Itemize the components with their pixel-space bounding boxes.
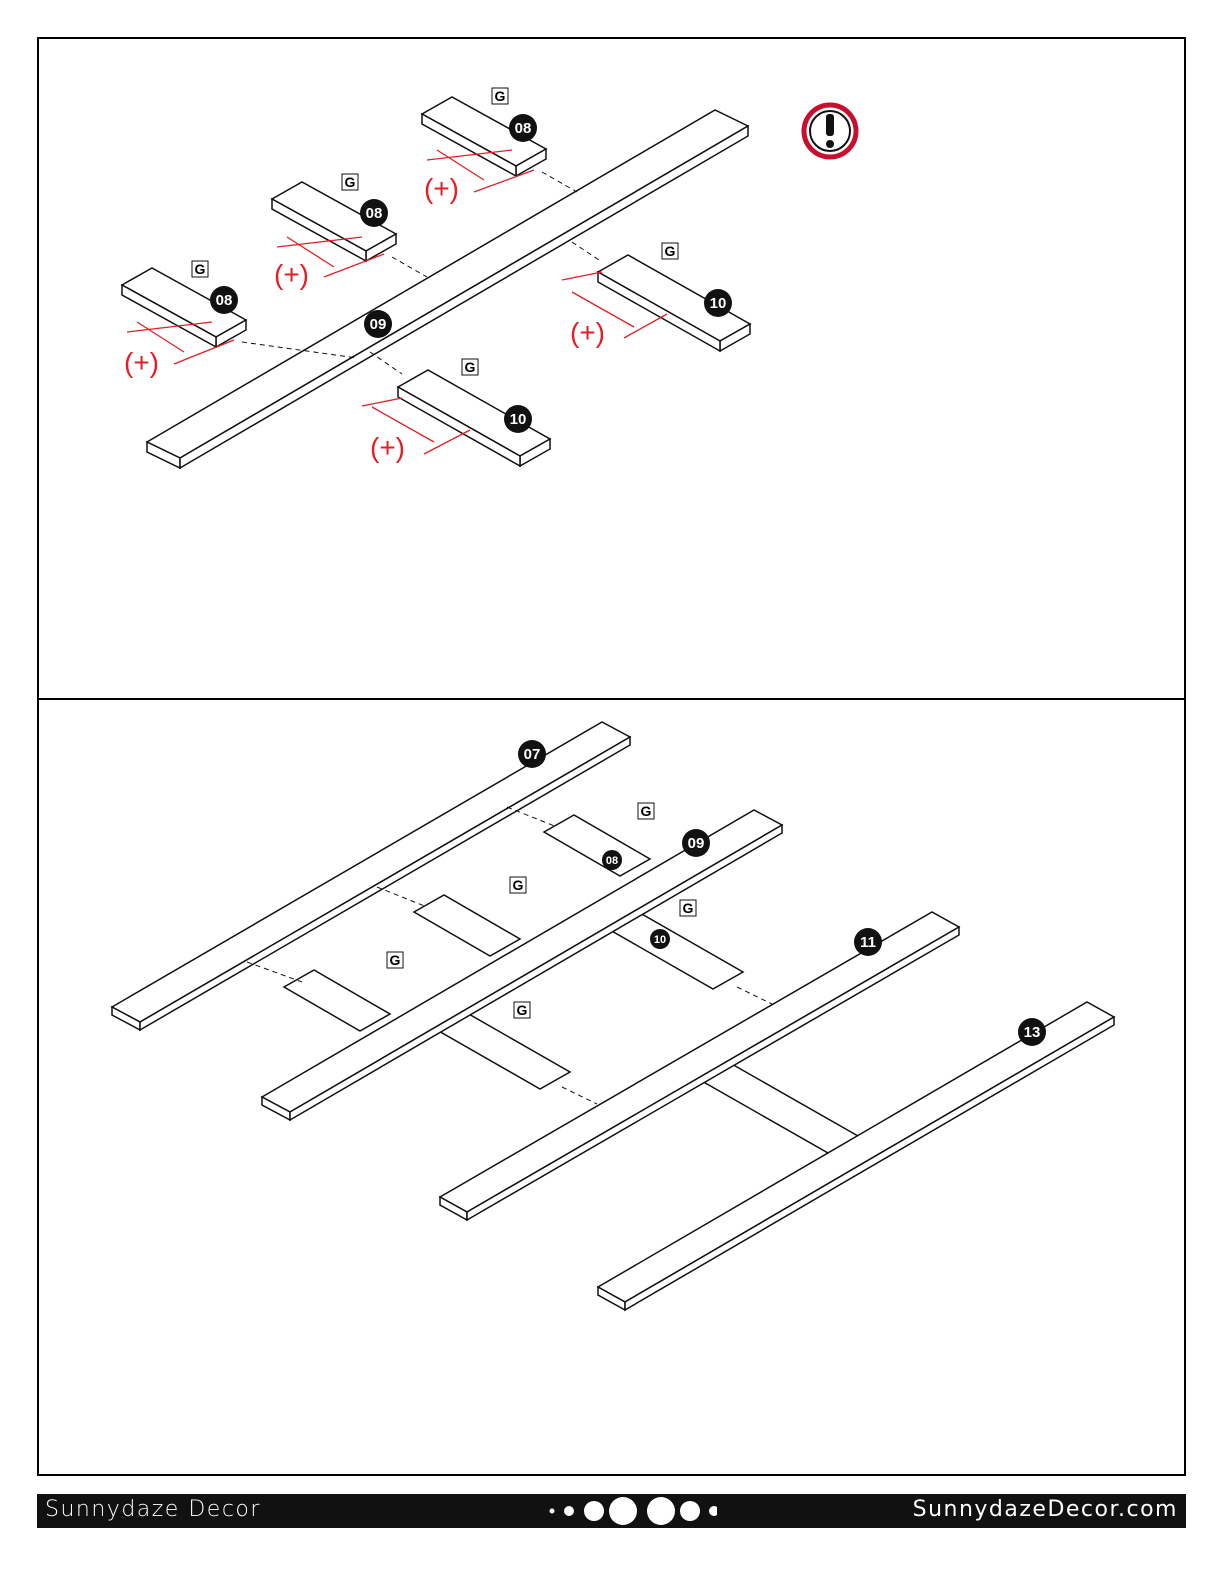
part-badge-08: 08 [216,292,233,309]
brand-dots-icon [517,1494,717,1528]
hardware-g-label: G [495,88,506,104]
hardware-g-label: G [345,174,356,190]
part-badge-09: 09 [370,316,387,333]
part-badge-11: 11 [860,934,876,951]
hardware-g-label: G [641,803,652,819]
part-badge-10: 10 [510,411,527,428]
bracket-08-middle [414,895,520,956]
hardware-g-label: G [513,877,524,893]
part-badge-07: 07 [524,746,541,763]
rail-07 [112,722,630,1022]
hardware-g-label: G [195,261,206,277]
part-badge-10: 10 [710,295,727,312]
bracket-08-upper [544,815,650,876]
website-link[interactable]: SunnydazeDecor.com [913,1497,1178,1522]
bracket-08-lower [284,970,390,1031]
part-badge-08: 08 [366,205,383,222]
adjust-label: (+) [424,173,459,204]
adjust-label: (+) [370,432,405,463]
bracket-10-upper [610,913,743,989]
footer-bar: Sunnydaze Decor SunnydazeDecor.com [37,1494,1186,1528]
step-panel-top: (+) (+) (+) (+) (+) G G G G G 08 08 08 [37,37,1186,700]
step-panel-bottom: G G G G G 07 08 09 10 11 13 [37,698,1186,1476]
bracket-10-lower [437,1013,570,1089]
adjust-label: (+) [124,347,159,378]
adjust-label: (+) [274,259,309,290]
part-badge-13: 13 [1024,1024,1041,1041]
part-badge-09: 09 [688,835,705,852]
hardware-g-label: G [517,1002,528,1018]
part-badge-10: 10 [654,934,666,946]
frame-assembly-diagram: G G G G G 07 08 09 10 11 13 [39,700,1184,1474]
hardware-g-label: G [465,359,476,375]
rail-13 [598,1002,1114,1302]
exclamation-warning-icon [804,105,856,157]
part-badge-08: 08 [515,120,532,137]
hardware-g-label: G [683,900,694,916]
adjust-label: (+) [570,317,605,348]
hardware-g-label: G [390,952,401,968]
h-frame-crossbar [700,1063,858,1153]
bracket-assembly-diagram: (+) (+) (+) (+) (+) G G G G G 08 08 08 [39,39,1184,698]
part-badge-08: 08 [606,855,618,867]
hardware-g-label: G [665,243,676,259]
brand-name: Sunnydaze Decor [45,1497,261,1522]
